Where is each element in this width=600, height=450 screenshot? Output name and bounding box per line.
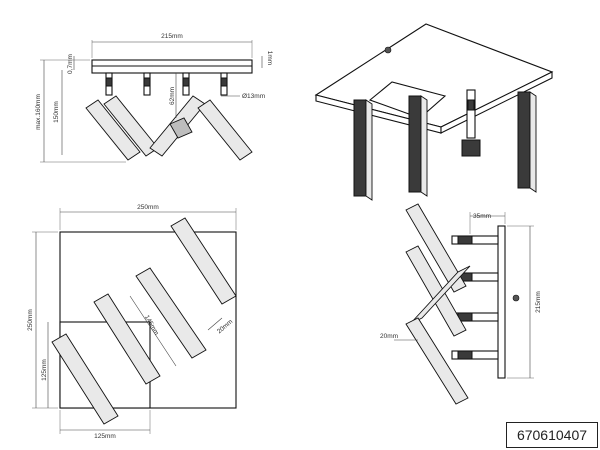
side-view: 35mm 215mm 20mm xyxy=(380,203,542,405)
iso-bars xyxy=(353,89,537,201)
isometric-view xyxy=(314,23,554,201)
side-plate xyxy=(497,225,506,379)
front-view: 215mm 0,7mm 1mm max.160mm 150mm 62mm Ø13… xyxy=(35,33,273,163)
height-label: 150mm xyxy=(53,101,60,123)
light-bars xyxy=(85,95,253,161)
model-number: 670610407 xyxy=(506,422,598,448)
top-view: 250mm 250mm 125mm 125mm 145mm 20mm xyxy=(27,204,237,440)
top-bars xyxy=(51,217,237,425)
iso-plate-top xyxy=(314,23,554,128)
max-height-label: max.160mm xyxy=(35,94,42,130)
top-width-label: 250mm xyxy=(137,204,159,211)
inner-width-label: 125mm xyxy=(94,433,116,440)
arm-height-label: 62mm xyxy=(169,87,176,105)
depth-label: 35mm xyxy=(473,213,491,220)
front-width-label: 215mm xyxy=(161,33,183,40)
side-height-label: 215mm xyxy=(535,291,542,313)
gap-label: 1mm xyxy=(266,51,273,65)
diameter-label: Ø13mm xyxy=(242,93,265,100)
inner-height-label: 125mm xyxy=(41,359,48,381)
plate-thickness-label: 0,7mm xyxy=(67,54,74,74)
side-holders xyxy=(451,235,520,360)
side-bar-width-label: 20mm xyxy=(380,333,398,340)
spot-holders xyxy=(105,72,228,96)
side-bars xyxy=(405,203,471,405)
top-height-label: 250mm xyxy=(27,309,34,331)
